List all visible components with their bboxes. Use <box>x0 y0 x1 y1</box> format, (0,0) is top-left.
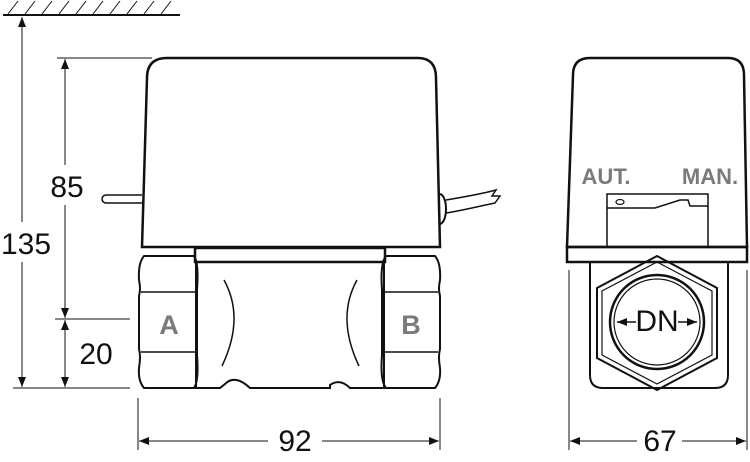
dimension-92-label: 92 <box>278 425 311 458</box>
nominal-diameter-label: DN <box>635 305 678 338</box>
dimension-front-width: 92 <box>139 425 439 458</box>
auto-mode-label: AUT. <box>582 164 631 189</box>
actuator-neck <box>193 246 387 264</box>
mode-switch[interactable] <box>606 193 709 248</box>
ceiling-reference <box>3 0 180 16</box>
side-actuator-housing <box>565 56 749 249</box>
fitting-right <box>380 255 442 389</box>
actuator-housing <box>140 56 442 249</box>
dimension-20-label: 20 <box>79 338 112 371</box>
dimension-side-width: 67 <box>570 425 746 458</box>
dimension-actuator-height: 85 <box>50 59 84 318</box>
pipe-port <box>608 273 706 371</box>
dimension-135-label: 135 <box>1 228 51 261</box>
manual-mode-label: MAN. <box>682 164 738 189</box>
dimension-pipe-center: 20 <box>61 320 113 387</box>
dimension-85-label: 85 <box>50 171 83 204</box>
hex-nut <box>596 254 718 392</box>
port-a-label: A <box>159 310 179 340</box>
side-view: AUT. MAN. DN <box>565 56 749 392</box>
front-view: A B <box>101 56 502 389</box>
manual-lever <box>101 194 142 204</box>
port-b-label: B <box>401 310 421 340</box>
cable <box>445 188 502 214</box>
dimension-67-label: 67 <box>643 425 676 458</box>
valve-body <box>195 261 385 389</box>
side-body <box>589 261 729 389</box>
extension-lines <box>13 57 748 450</box>
fitting-left <box>137 255 199 389</box>
dimension-total-height: 135 <box>1 17 51 387</box>
